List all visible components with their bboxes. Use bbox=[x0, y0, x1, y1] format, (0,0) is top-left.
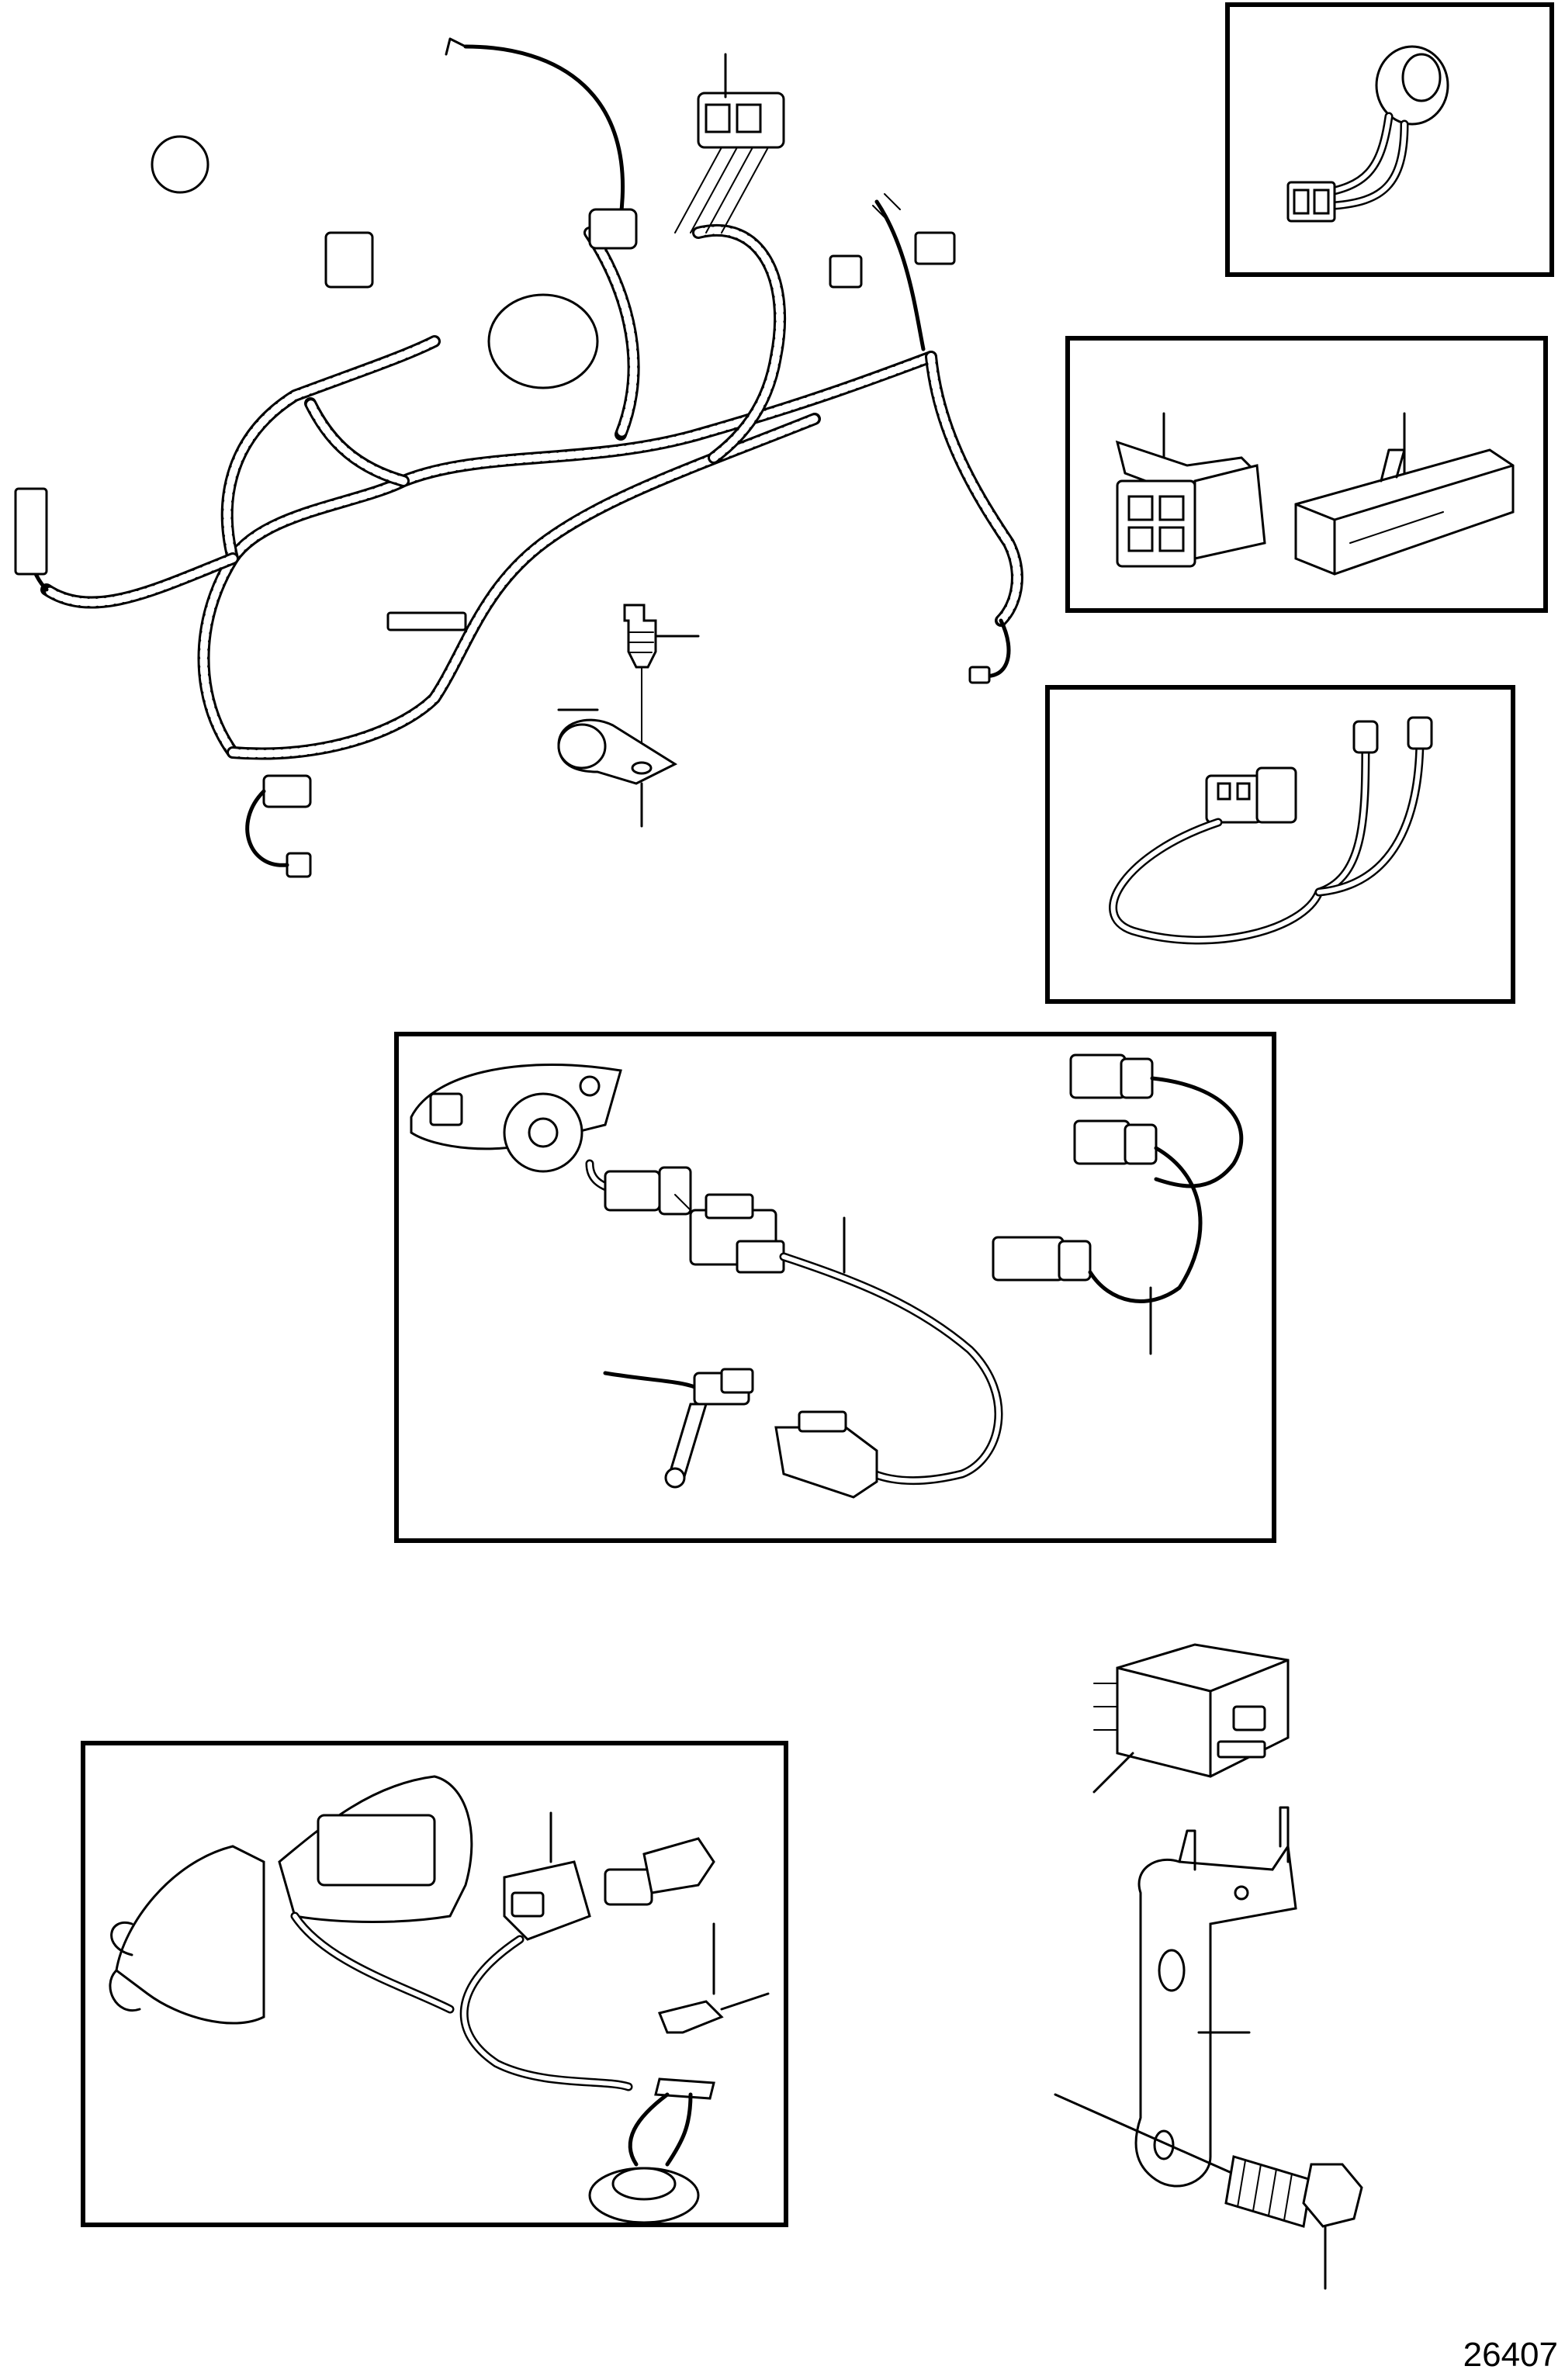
trim-sender-cable bbox=[109, 1775, 770, 2224]
detail-box-connectors bbox=[1065, 336, 1548, 613]
main-harness bbox=[14, 37, 1023, 878]
connector-pair bbox=[1115, 412, 1515, 576]
relay-bracket bbox=[1054, 1643, 1363, 2290]
buzzer bbox=[1286, 45, 1449, 223]
detail-box-instrument-cable bbox=[394, 1032, 1276, 1543]
detail-box-trim-sender bbox=[81, 1741, 788, 2227]
detail-box-adapter-cable bbox=[1045, 685, 1515, 1004]
harness-clip bbox=[557, 604, 700, 828]
instrument-extension-cable bbox=[410, 1053, 1244, 1499]
figure-reference-number: 26407 bbox=[1463, 2336, 1558, 2374]
callout-circle bbox=[151, 135, 209, 194]
main-harness-loom bbox=[40, 223, 1023, 760]
adapter-cable bbox=[1109, 716, 1433, 945]
detail-box-buzzer bbox=[1225, 2, 1554, 277]
